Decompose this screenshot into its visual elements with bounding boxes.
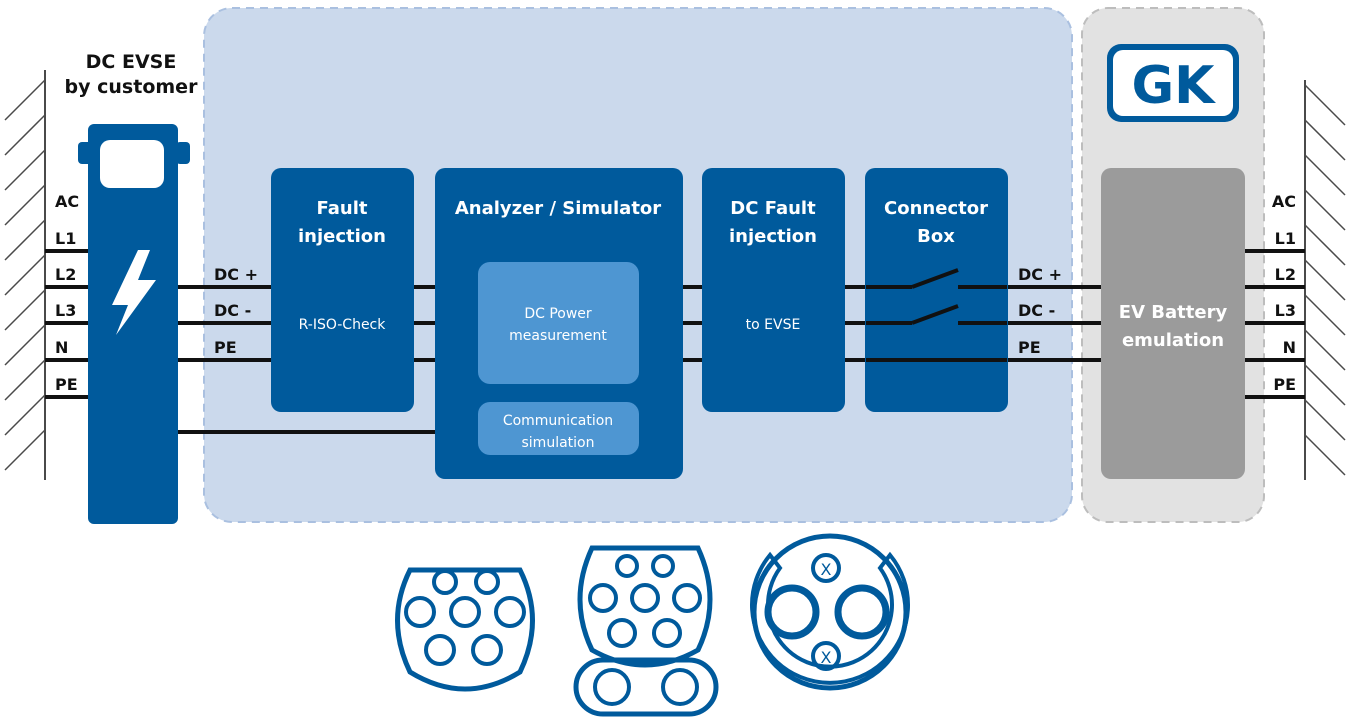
dc-fault-title-line2: injection [729,226,817,247]
logo-text: GK [1132,56,1217,116]
grid-right-l3-label: L3 [1275,301,1296,320]
dc-power-line2: measurement [509,328,607,344]
gk-logo: GK [1107,44,1239,122]
ac-lines-right [1244,249,1305,399]
ev-battery-title-line2: emulation [1122,330,1224,351]
grid-right-n-label: N [1283,338,1296,357]
dc-power-measurement-block [478,262,639,384]
grid-left-ac-label: AC [55,192,79,211]
grid-right-ac-label: AC [1272,192,1296,211]
dc-power-line1: DC Power [524,306,592,322]
dc-right-minus-label: DC - [1018,301,1055,320]
fault-injection-title-line2: injection [298,226,386,247]
grid-right-l2-label: L2 [1275,265,1296,284]
communication-simulation-block [478,402,639,455]
dc-right-pe-label: PE [1018,338,1041,357]
comm-sim-line1: Communication [503,413,613,429]
connector-box-switches [866,268,1007,362]
ev-battery-title-line1: EV Battery [1119,302,1228,323]
fault-injection-title-line1: Fault [317,198,368,219]
dc-fault-injection-block [702,168,845,412]
chademo-connector-icon: X X [750,533,910,691]
dc-evse-charger-icon [78,124,190,524]
analyzer-title: Analyzer / Simulator [455,198,661,219]
connector-box-block [865,168,1008,412]
evse-title-line2: by customer [65,76,199,98]
fault-injection-subtitle: R-ISO-Check [299,317,387,333]
grid-right-pe-label: PE [1273,375,1296,394]
dc-left-plus-label: DC + [214,265,258,284]
ccs-combo-connector-icon [573,545,719,717]
grid-right-l1-label: L1 [1275,229,1296,248]
ev-battery-emulation-block [1101,168,1245,479]
dc-left-minus-label: DC - [214,301,251,320]
type2-connector-icon [395,567,535,692]
ac-lines-left [45,249,92,399]
grid-left-l2-label: L2 [55,265,76,284]
dc-fault-title-line1: DC Fault [730,198,816,219]
grid-wall-left [4,70,46,480]
dc-right-plus-label: DC + [1018,265,1062,284]
grid-left-n-label: N [55,338,68,357]
svg-text:X: X [821,560,832,579]
connector-box-title-line1: Connector [884,198,988,219]
grid-wall-right [1304,80,1346,480]
connector-box-title-line2: Box [917,226,955,247]
grid-left-l3-label: L3 [55,301,76,320]
dc-left-pe-label: PE [214,338,237,357]
dc-fault-subtitle: to EVSE [746,317,801,333]
grid-left-pe-label: PE [55,375,78,394]
evse-title-line1: DC EVSE [86,51,177,73]
grid-left-l1-label: L1 [55,229,76,248]
svg-text:X: X [821,648,832,667]
fault-injection-block [271,168,414,412]
comm-sim-line2: simulation [522,435,595,451]
